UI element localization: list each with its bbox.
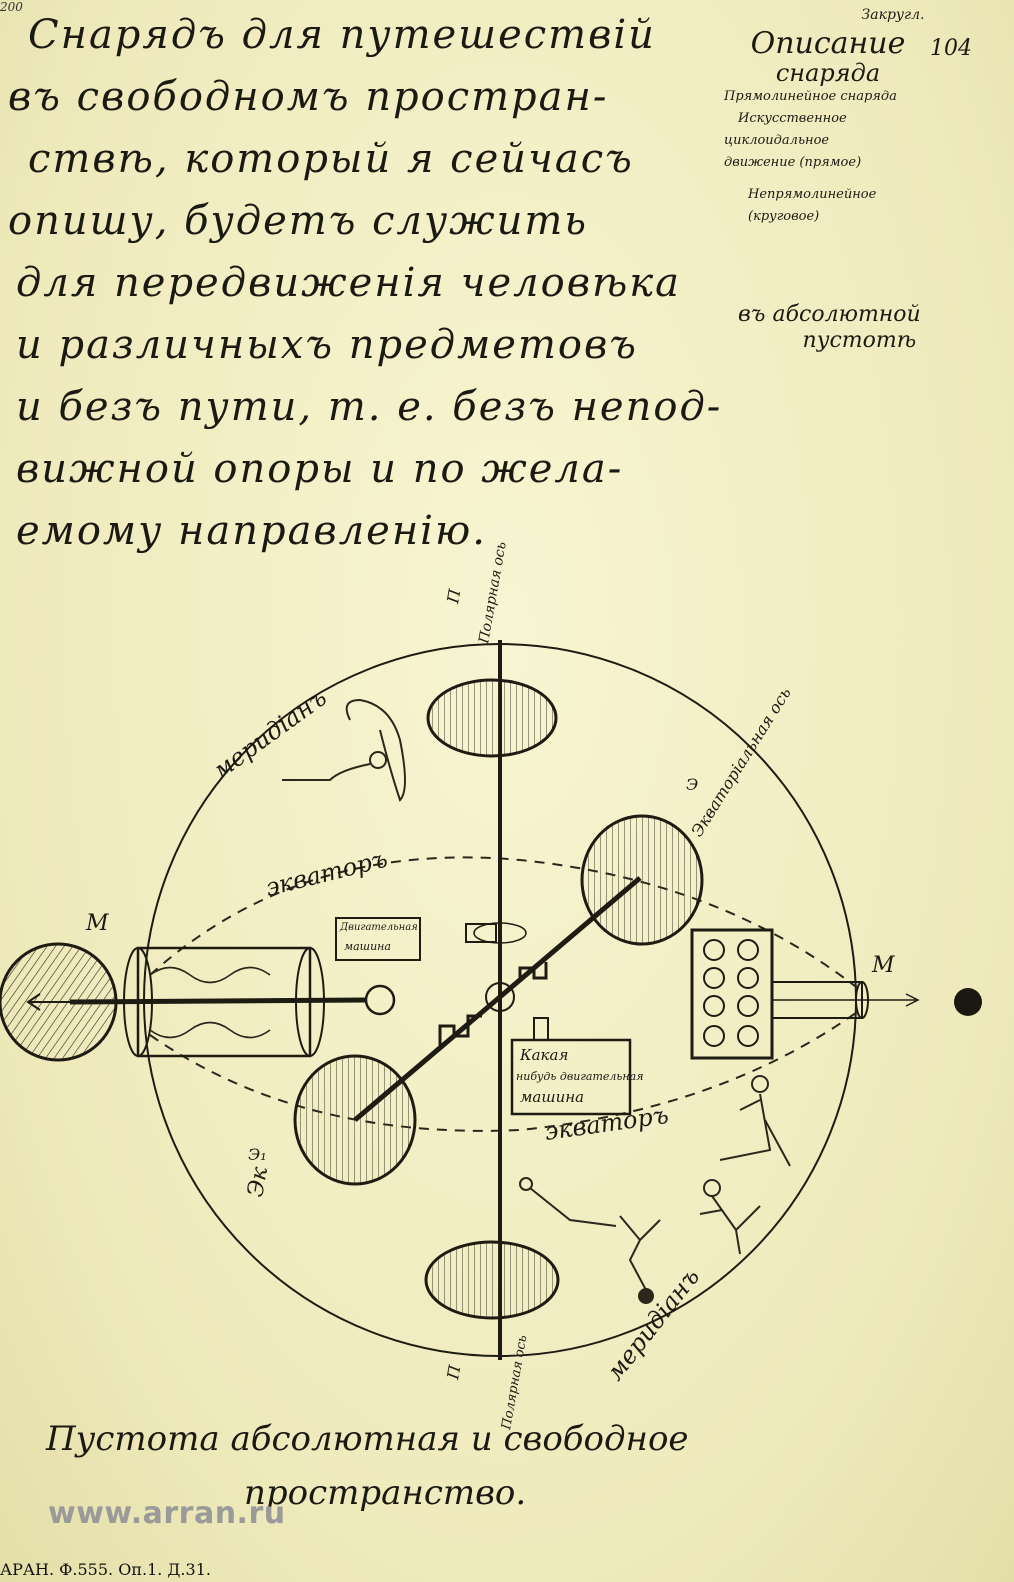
label-meridian-top: меридіанъ bbox=[207, 683, 332, 784]
equator-upper-dashed bbox=[149, 856, 861, 991]
corner-page-number: 200 bbox=[0, 0, 23, 14]
label-point-m-left: М bbox=[85, 911, 109, 936]
label-equator-lower: экваторъ bbox=[543, 1101, 670, 1146]
label-eq-small: Эк bbox=[243, 1164, 273, 1199]
margin-line: движение (прямое) bbox=[724, 155, 862, 170]
label-engine-large-3: машина bbox=[520, 1088, 584, 1106]
archive-reference: АРАН. Ф.555. Оп.1. Д.31. bbox=[0, 1560, 211, 1579]
main-handwritten-text: Снарядъ для путешествій въ свободномъ пр… bbox=[8, 4, 748, 562]
floating-figure-bottom bbox=[519, 1177, 661, 1304]
label-point-e: Э bbox=[686, 775, 698, 794]
text-line: опишу, будетъ служить bbox=[8, 198, 589, 244]
label-meridian-bottom: меридіанъ bbox=[601, 1263, 706, 1386]
label-equator-upper: экваторъ bbox=[263, 845, 391, 902]
margin-line: циклоидальное bbox=[724, 133, 830, 148]
margin-line: (круговое) bbox=[748, 209, 820, 224]
label-point-m-right: М bbox=[871, 953, 895, 978]
label-engine-large-1: Какая bbox=[519, 1046, 568, 1064]
margin-line: Непрямолинейное bbox=[748, 187, 877, 202]
central-hub bbox=[485, 982, 515, 1012]
equator-lower-dashed bbox=[149, 1009, 861, 1132]
right-ball bbox=[954, 988, 982, 1016]
bottom-handwritten-text: Пустота абсолютная и свободное пространс… bbox=[46, 1412, 689, 1520]
text-line: въ свободномъ простран- bbox=[8, 74, 609, 120]
watermark: www.arran.ru bbox=[48, 1496, 286, 1531]
label-point-e1: Э₁ bbox=[248, 1145, 267, 1164]
inline-insertion: въ абсолютной пустотѣ bbox=[738, 302, 921, 354]
top-disc bbox=[426, 678, 558, 758]
margin-subtitle: снаряда bbox=[775, 59, 881, 87]
text-line: и безъ пути, т. е. безъ непод- bbox=[16, 384, 723, 430]
text-line: ствѣ, который я сейчасъ bbox=[28, 136, 634, 182]
left-shaft bbox=[69, 997, 367, 1005]
insertion-line: пустотѣ bbox=[802, 328, 917, 353]
small-engine-cylinder bbox=[465, 923, 497, 943]
margin-notes: Закругл. Описание снаряда Прямолинейное … bbox=[718, 2, 1008, 228]
floating-figure-top-left bbox=[282, 698, 406, 802]
small-engine-box bbox=[335, 917, 421, 961]
label-engine-small-2: машина bbox=[344, 940, 391, 953]
label-engine-large-2: нибудь двигательная bbox=[516, 1070, 643, 1083]
margin-title: Описание bbox=[750, 26, 906, 61]
bottom-line: Пустота абсолютная и свободное bbox=[46, 1419, 689, 1459]
text-line: Снарядъ для путешествій bbox=[28, 12, 656, 58]
diagonal-shaft bbox=[353, 876, 642, 1122]
label-polar-axis-top: Полярная ось bbox=[476, 541, 510, 646]
text-line: емому направленію. bbox=[16, 508, 487, 554]
page-number: 104 bbox=[930, 36, 972, 61]
label-point-p-top: П bbox=[443, 587, 464, 606]
upper-right-disc bbox=[580, 814, 704, 946]
bottom-disc bbox=[424, 1240, 560, 1320]
text-line: и различныхъ предметовъ bbox=[16, 322, 638, 368]
insertion-line: въ абсолютной bbox=[738, 302, 921, 327]
margin-top-note: Закругл. bbox=[861, 7, 925, 23]
text-line: вижной опоры и по жела- bbox=[16, 446, 624, 492]
label-point-p-bottom: П bbox=[443, 1363, 464, 1382]
margin-line: Прямолинейное снаряда bbox=[724, 89, 897, 104]
bottom-line: пространство. bbox=[244, 1473, 527, 1513]
floating-figure-right bbox=[699, 1075, 791, 1255]
label-engine-small-1: Двигательная bbox=[339, 922, 418, 933]
text-line: для передвиженія человѣка bbox=[16, 260, 682, 306]
large-engine-box bbox=[510, 1038, 632, 1116]
margin-line: Искусственное bbox=[738, 111, 847, 126]
